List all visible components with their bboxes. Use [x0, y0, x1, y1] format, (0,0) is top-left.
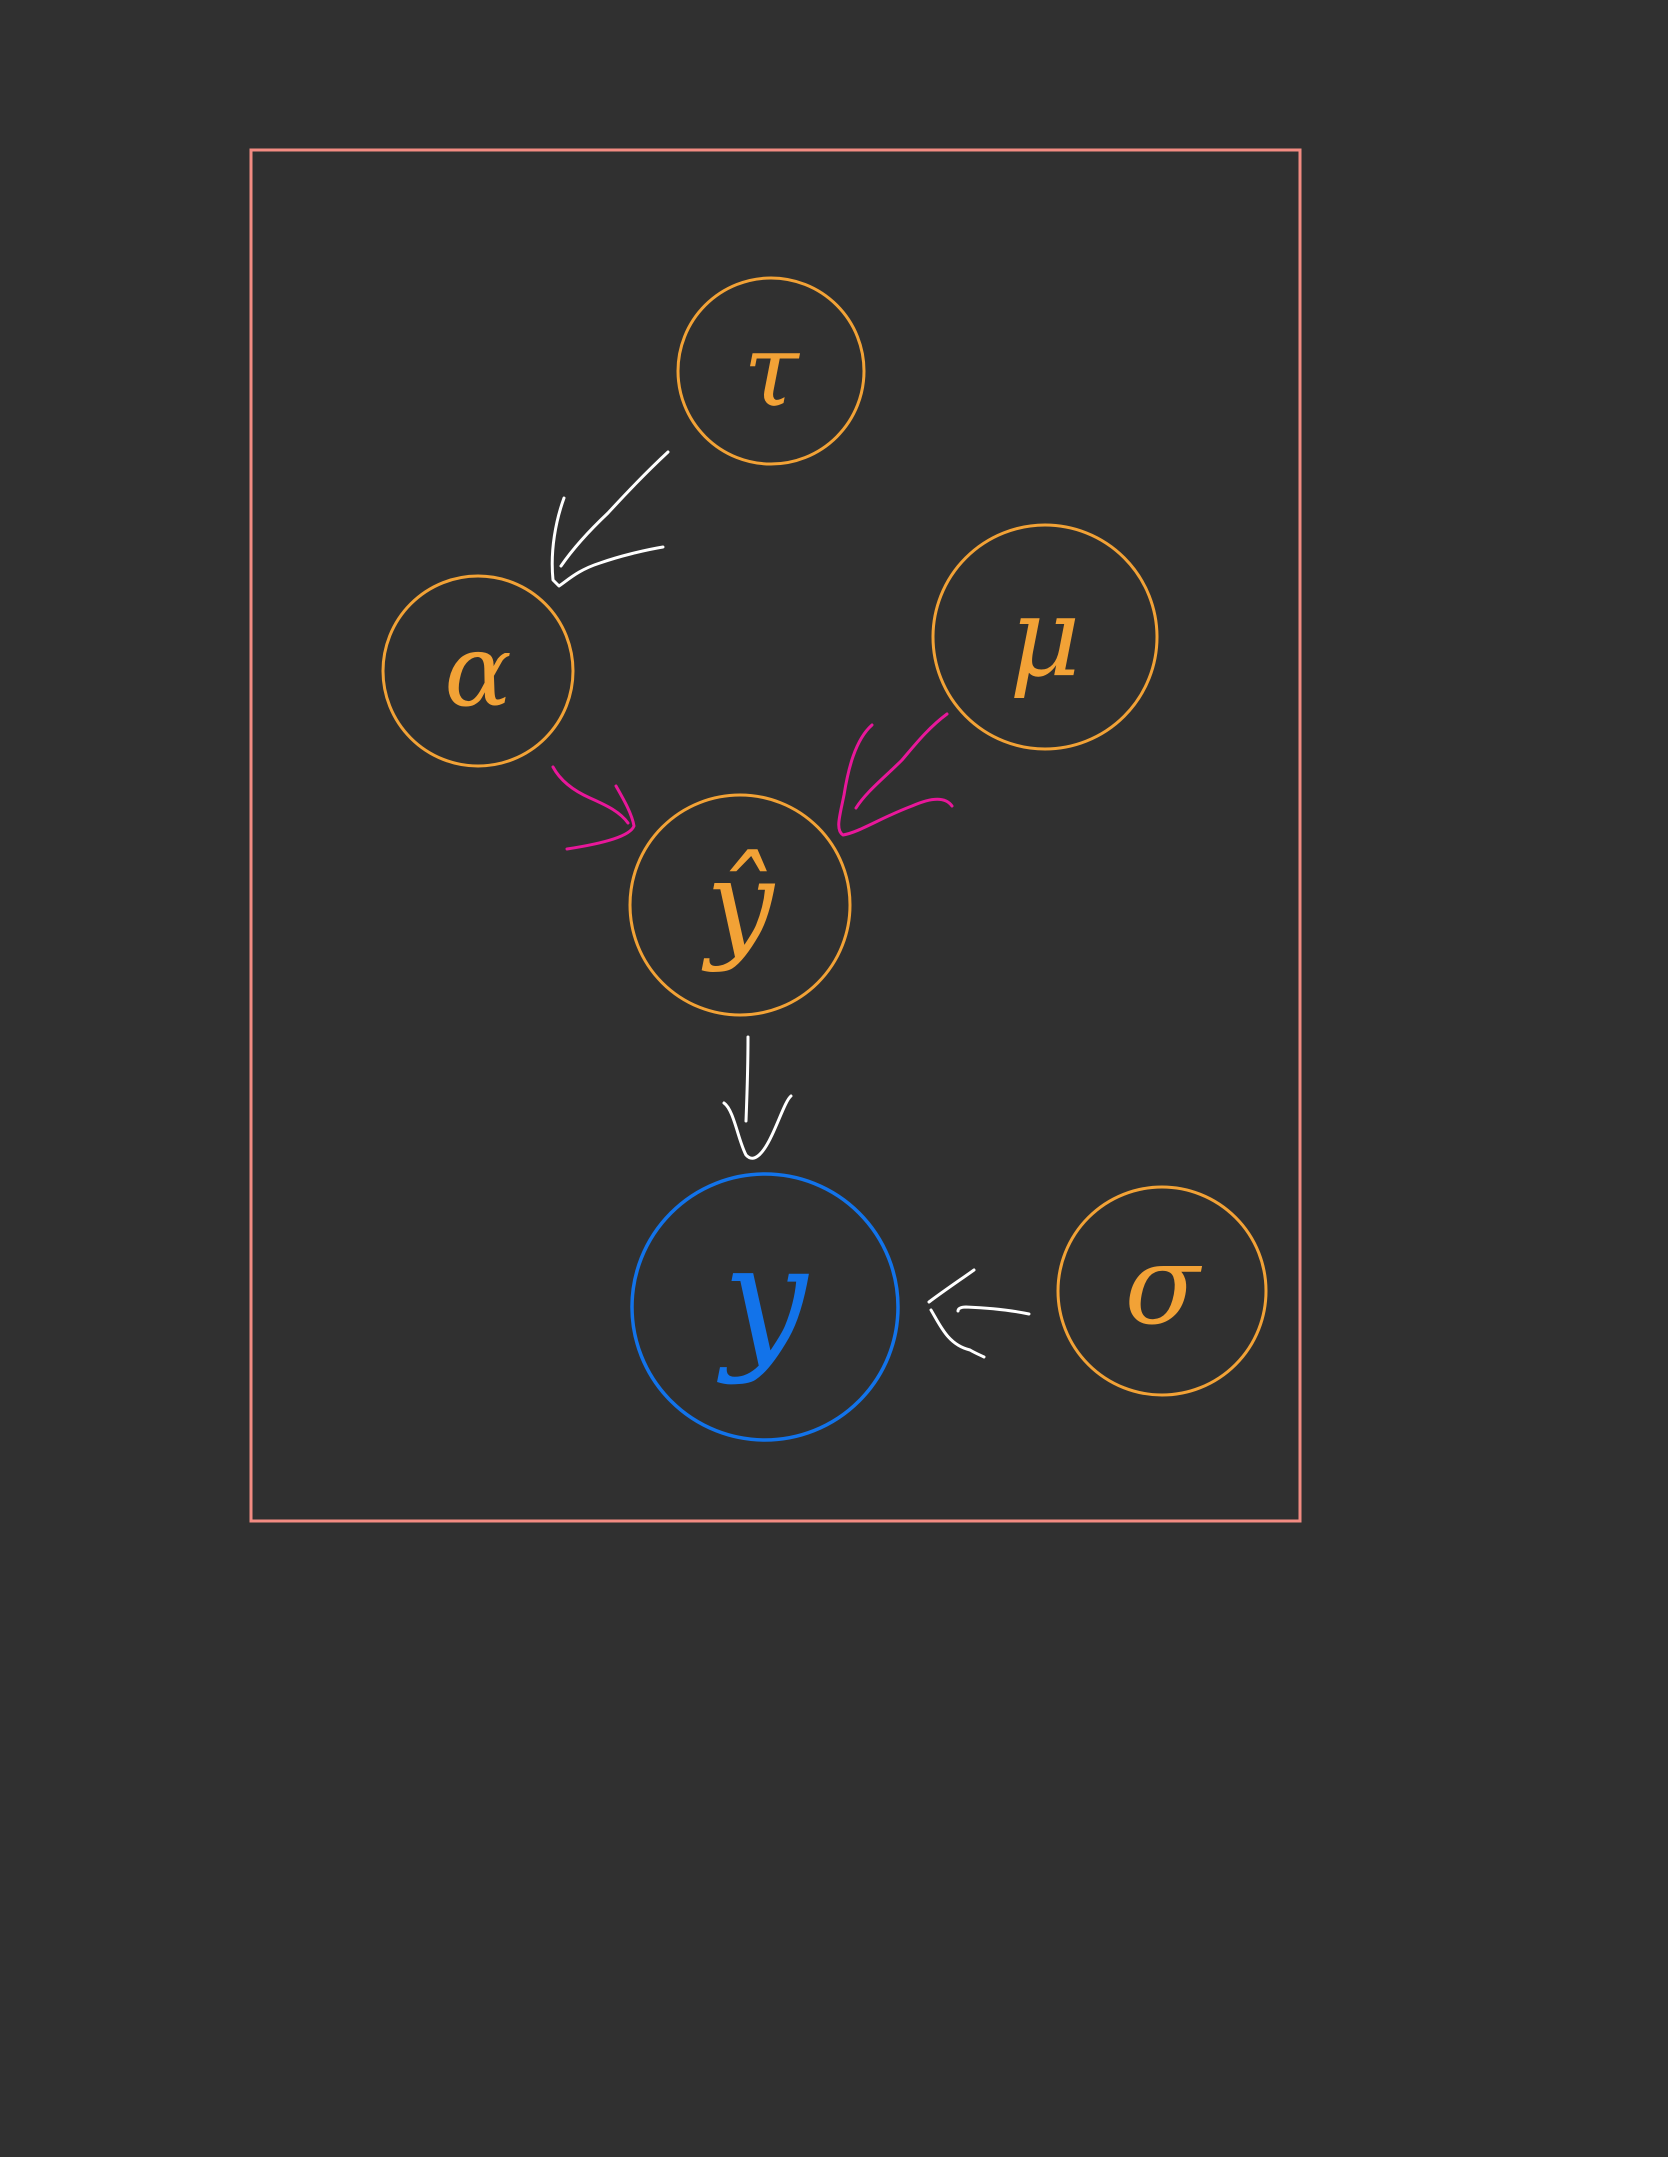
node-y: y	[630, 1172, 900, 1442]
arrow-alpha-to-y-hat-head	[565, 784, 636, 851]
node-tau-label: τ	[743, 313, 800, 430]
arrow-sigma-to-y-head	[927, 1268, 986, 1359]
arrow-mu-to-y-hat-shaft	[854, 712, 949, 810]
node-alpha-circle	[381, 574, 575, 768]
node-sigma: σ	[1056, 1185, 1268, 1397]
node-sigma-label: σ	[1124, 1221, 1202, 1349]
node-alpha: α	[381, 574, 575, 768]
node-mu-circle	[931, 523, 1159, 751]
arrow-sigma-to-y	[927, 1268, 1031, 1359]
node-y-hat: ŷ	[628, 793, 852, 1017]
arrow-y-hat-to-y-head	[722, 1094, 793, 1160]
node-y-circle	[630, 1172, 900, 1442]
arrow-tau-to-alpha-head	[550, 496, 665, 588]
node-y-label: y	[717, 1213, 810, 1387]
arrow-alpha-to-y-hat-shaft	[551, 765, 630, 825]
arrow-y-hat-to-y-shaft	[744, 1035, 750, 1123]
arrow-tau-to-alpha	[550, 450, 670, 588]
arrow-tau-to-alpha-shaft	[559, 450, 670, 568]
plate-frame	[249, 148, 1302, 1523]
arrow-sigma-to-y-shaft	[956, 1305, 1031, 1316]
node-y-hat-circle	[628, 793, 852, 1017]
node-tau: τ	[676, 276, 866, 466]
node-tau-circle	[676, 276, 866, 466]
node-y-hat-label: ŷ	[701, 836, 776, 975]
arrow-alpha-to-y-hat	[551, 765, 636, 851]
node-alpha-label: α	[444, 613, 512, 730]
arrow-y-hat-to-y	[722, 1035, 793, 1160]
arrow-mu-to-y-hat	[837, 712, 954, 837]
node-mu: μ	[931, 523, 1159, 751]
arrow-mu-to-y-hat-head	[837, 723, 954, 837]
node-mu-label: μ	[1009, 573, 1081, 701]
node-sigma-circle	[1056, 1185, 1268, 1397]
